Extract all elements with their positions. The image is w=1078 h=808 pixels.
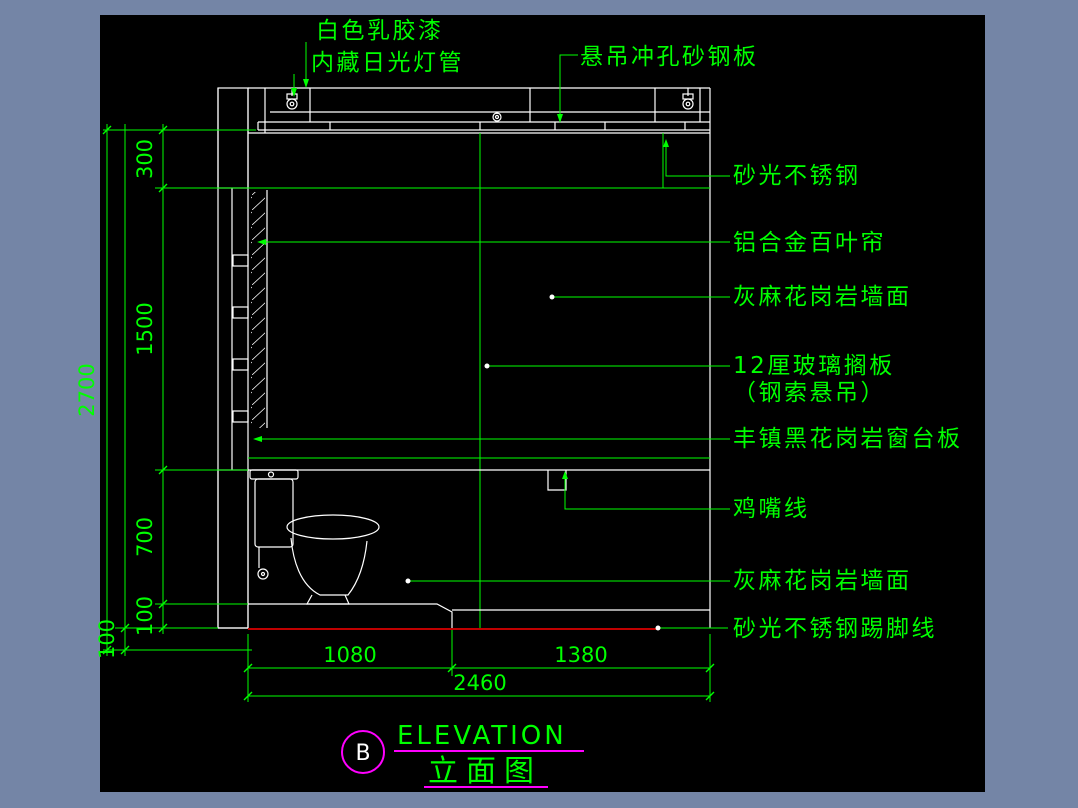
dimensions-bottom: 1080 1380 2460 [243, 630, 715, 702]
lamp-symbol [286, 88, 298, 110]
label-sill: 丰镇黑花岗岩窗台板 [733, 426, 963, 452]
dim-300: 300 [133, 139, 157, 179]
label-granite-lower: 灰麻花岗岩墙面 [733, 568, 912, 594]
label-glass-shelf: 12厘玻璃搁板 [733, 353, 895, 379]
wall-panel-joints [155, 133, 710, 628]
label-steel-plate: 悬吊冲孔砂钢板 [580, 44, 759, 70]
label-paint: 白色乳胶漆 [316, 18, 444, 44]
label-glass-shelf-sub: （钢索悬吊） [733, 380, 886, 406]
label-beak: 鸡嘴线 [733, 496, 810, 522]
title-elevation-zh: 立面图 [428, 754, 542, 789]
detail-bubble [341, 730, 385, 774]
dim-2700-overall: 2700 [75, 363, 99, 416]
label-blinds: 铝合金百叶帘 [733, 230, 886, 256]
label-granite-upper: 灰麻花岗岩墙面 [733, 284, 912, 310]
title-elevation-en: ELEVATION [397, 721, 567, 751]
ceiling-light-fixture [248, 87, 710, 134]
dim-100-floor: 100 [95, 619, 119, 659]
dim-1080: 1080 [323, 643, 376, 667]
lamp-symbol [682, 88, 694, 110]
labels: 白色乳胶漆 内藏日光灯管 悬吊冲孔砂钢板 砂光不锈钢 铝合金百叶帘 灰麻花岗岩墙… [311, 18, 963, 642]
dim-1380: 1380 [554, 643, 607, 667]
label-stainless: 砂光不锈钢 [733, 163, 861, 189]
detail-bubble-letter: B [355, 741, 370, 766]
blinds-symbol [251, 192, 265, 428]
title-block: B ELEVATION 立面图 [341, 721, 584, 789]
dimensions-left: 300 1500 700 100 100 2700 [75, 124, 256, 659]
leader-lines [253, 42, 730, 631]
lamp-symbol [492, 112, 502, 122]
label-skirting: 砂光不锈钢踢脚线 [733, 616, 937, 642]
toilet [249, 469, 380, 605]
dim-2460: 2460 [453, 671, 506, 695]
label-lamp: 内藏日光灯管 [311, 50, 464, 76]
dim-1500: 1500 [133, 302, 157, 355]
dim-100-platform: 100 [133, 596, 157, 636]
platform [248, 603, 453, 628]
dim-700: 700 [133, 517, 157, 557]
